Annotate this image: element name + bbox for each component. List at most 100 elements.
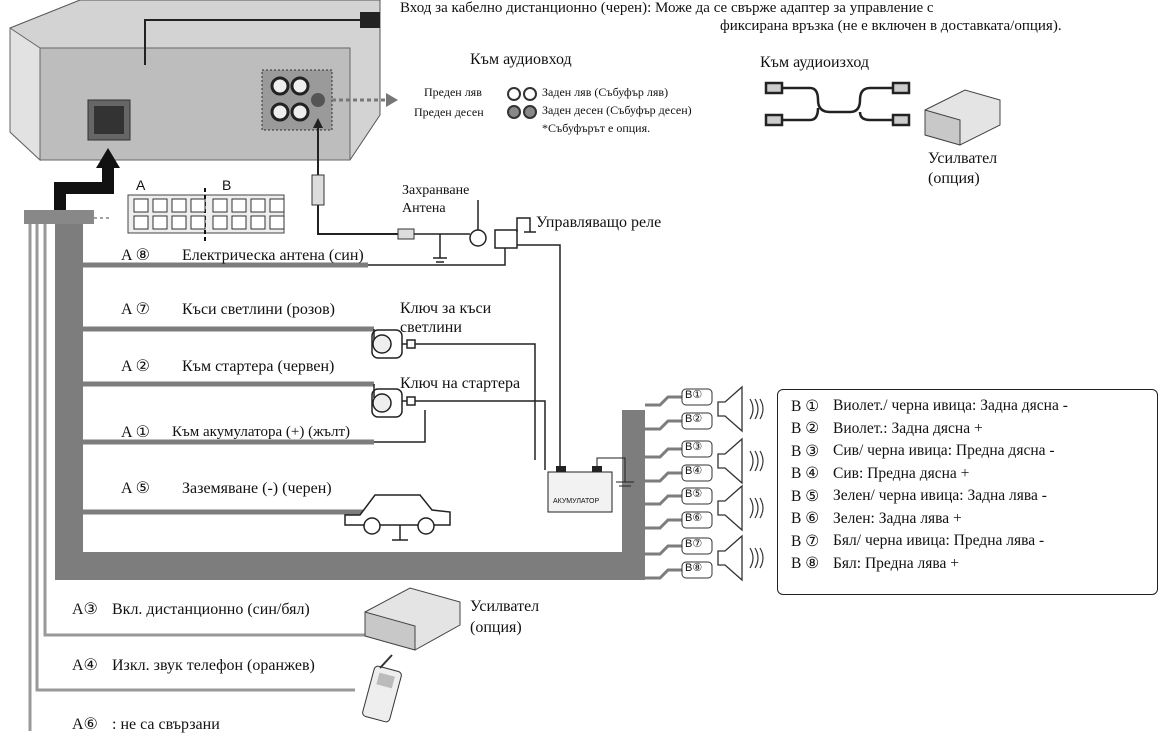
speaker-terminal: [681, 487, 713, 505]
connector-a-label: A: [136, 177, 146, 193]
audio-in-rear-left: Заден ляв (Събуфър ляв): [542, 85, 669, 99]
wire-a7-code: A ⑦: [121, 301, 151, 318]
sound-wave-icon: [759, 547, 764, 569]
legend-row: B ② Виолет.: Задна дясна +: [791, 418, 1157, 441]
sound-wave-icon: [759, 398, 764, 420]
legend-row: B ⑥ Зелен: Задна лява +: [791, 508, 1157, 531]
amplifier-label: Усилвател: [928, 150, 998, 167]
sound-wave-icon: [754, 497, 759, 519]
legend-text: Бял: Предна лява +: [833, 554, 959, 572]
battery-icon: [547, 457, 634, 513]
connector-pin: [190, 198, 206, 213]
connector-pin: [152, 215, 168, 230]
speaker-icon: [717, 484, 743, 532]
light-switch-label: Ключ за къси: [400, 300, 492, 317]
phone-icon: [362, 654, 402, 723]
speaker-terminal: [681, 561, 713, 579]
light-switch-icon: [371, 329, 536, 460]
relay-icon: [368, 217, 561, 470]
legend-code: B ③: [791, 442, 820, 460]
connector-pin: [133, 215, 149, 230]
speaker-code: B⑧: [685, 562, 703, 574]
wire-a2-label: Към стартера (червен): [182, 358, 335, 375]
audio-in-title: Към аудиовход: [470, 51, 572, 68]
top-note-line1: Вход за кабелно дистанционно (черен): Мо…: [400, 0, 934, 16]
wire-a7-label: Къси светлини (розов): [182, 301, 335, 318]
speaker-icon: [717, 437, 743, 485]
wire-a5-code: A ⑤: [121, 480, 151, 497]
connector-pin: [212, 215, 228, 230]
legend-code: B ⑦: [791, 532, 820, 550]
starter-switch-icon: [371, 384, 546, 470]
speaker-terminal: [681, 537, 713, 555]
audio-in-note: *Събуфърът е опция.: [542, 121, 651, 135]
connector-pin: [250, 215, 266, 230]
lower-amplifier-option: (опция): [470, 619, 522, 636]
legend-text: Бял/ черна ивица: Предна лява -: [833, 532, 1045, 550]
speaker-wire: [645, 419, 682, 431]
speaker-terminal: [681, 464, 713, 482]
audio-in-front-left: Преден ляв: [424, 85, 482, 99]
legend-code: B ⑧: [791, 555, 820, 573]
speaker-wire: [645, 494, 682, 506]
legend-text: Виолет./ черна ивица: Задна дясна -: [833, 397, 1068, 415]
rca-jacks-icon: [507, 87, 537, 119]
speaker-code: B⑤: [685, 488, 703, 500]
speaker-icon: [717, 385, 743, 433]
amplifier-icon: [924, 89, 1001, 146]
wire-a3-label: Вкл. дистанционно (син/бял): [112, 601, 310, 618]
sound-wave-icon: [749, 398, 754, 420]
speaker-code: B⑦: [685, 538, 703, 550]
wire-a3-code: A③: [72, 601, 98, 618]
wire-a1-label: Към акумулатора (+) (жълт): [172, 424, 351, 440]
sound-wave-icon: [749, 547, 754, 569]
speaker-wire: [645, 471, 682, 483]
legend-code: B ⑥: [791, 510, 820, 528]
wire-a6-code: A⑥: [72, 716, 98, 733]
connector-b-label: B: [222, 177, 232, 193]
connector-pin: [133, 198, 149, 213]
head-unit: [9, 0, 381, 162]
antenna-label: Антена: [402, 201, 446, 216]
wire-a2-code: A ②: [121, 358, 151, 375]
legend-code: B ④: [791, 465, 820, 483]
speaker-terminal: [681, 511, 713, 529]
wire-a8-label: Електрическа антена (син): [182, 247, 364, 264]
sound-wave-icon: [754, 398, 759, 420]
connector-pin: [152, 198, 168, 213]
battery-label: АКУМУЛАТОР: [553, 498, 600, 505]
speaker-terminal: [681, 388, 713, 406]
speaker-code: B③: [685, 441, 703, 453]
connector-pin: [231, 215, 247, 230]
wire-a4-code: A④: [72, 657, 98, 674]
speaker-code: B①: [685, 389, 703, 401]
speaker-wire: [645, 544, 682, 556]
top-note-line2: фиксирана връзка (не е включен в доставк…: [720, 18, 1062, 34]
antenna-power-label: Захранване: [402, 183, 470, 198]
lower-amplifier-label: Усилвател: [470, 598, 540, 615]
speaker-code: B②: [685, 413, 703, 425]
connector-pin: [269, 215, 285, 230]
wire-a6-label: : не са свързани: [112, 716, 220, 733]
legend-text: Зелен: Задна лява +: [833, 509, 962, 527]
rca-cable-icon: [764, 81, 911, 127]
legend-code: B ②: [791, 420, 820, 438]
speaker-code: B④: [685, 465, 703, 477]
lower-amplifier-icon: [364, 587, 461, 651]
legend-row: B ⑧ Бял: Предна лява +: [791, 553, 1157, 576]
legend-text: Виолет.: Задна дясна +: [833, 419, 983, 437]
connector-pin: [231, 198, 247, 213]
wire-a1-code: A ①: [121, 424, 151, 441]
connector-pin: [250, 198, 266, 213]
speakers: [645, 385, 764, 582]
audio-in-front-right: Преден десен: [414, 105, 484, 119]
wire-a4-label: Изкл. звук телефон (оранжев): [112, 657, 315, 674]
sound-wave-icon: [759, 497, 764, 519]
speaker-wire: [645, 568, 682, 580]
legend-text: Зелен/ черна ивица: Задна лява -: [833, 487, 1047, 505]
